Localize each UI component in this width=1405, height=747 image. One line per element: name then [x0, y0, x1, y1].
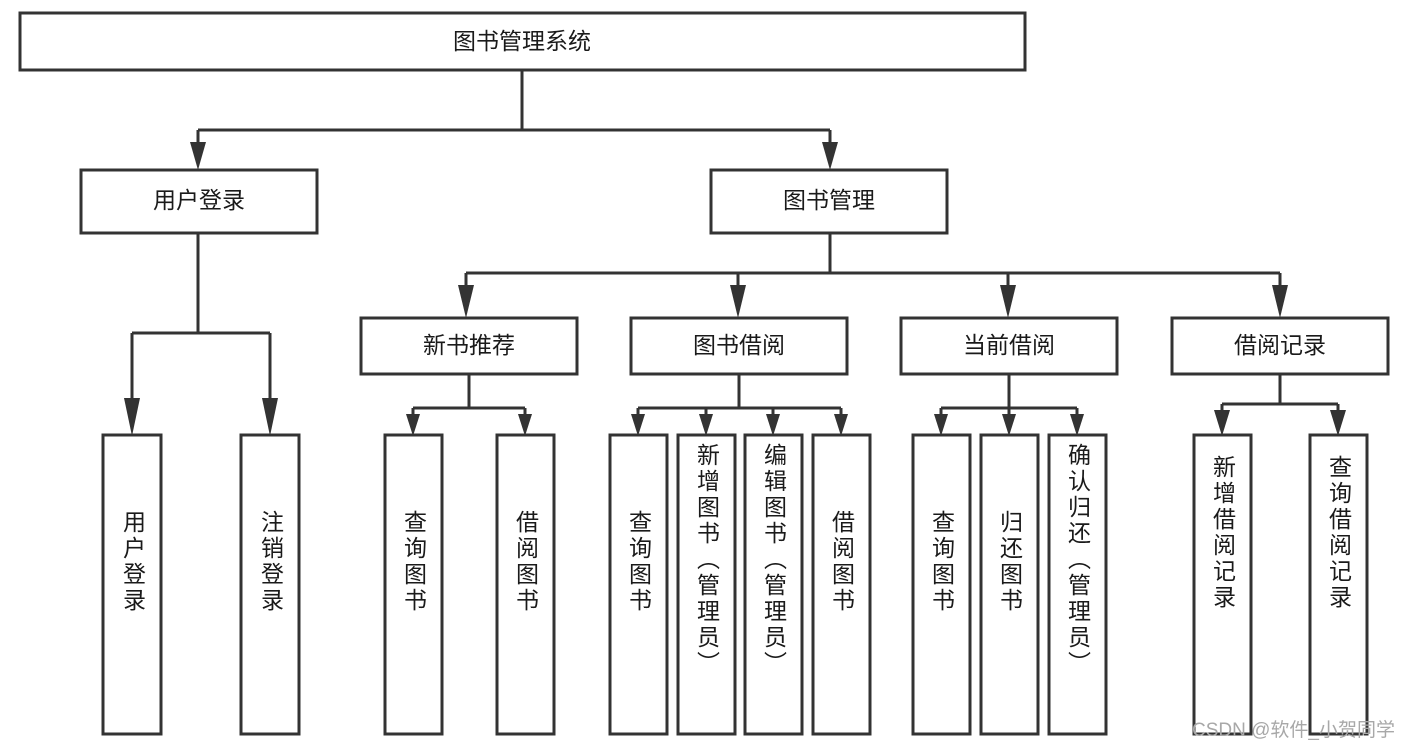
- label-book-borrow: 图书借阅: [693, 332, 785, 358]
- arrowhead-to-leaf-borrow-book-2: [834, 414, 848, 436]
- connector-group-current-borrow: [939, 374, 1079, 419]
- label-leaf-borrow-book-2: 借阅图书: [828, 510, 855, 614]
- connector-group-new-book-recommend: [411, 374, 527, 419]
- label-leaf-add-book: 新增图书（管理员）: [693, 443, 720, 677]
- arrowhead-to-leaf-query-book-2: [631, 414, 645, 436]
- node-box-leaf-query-book-1[interactable]: [383, 433, 444, 736]
- node-box-leaf-borrow-book-2[interactable]: [811, 433, 872, 736]
- arrowhead-to-book-borrow: [730, 285, 746, 318]
- node-box-borrow-record[interactable]: [1170, 316, 1390, 376]
- node-box-leaf-add-record[interactable]: [1192, 433, 1253, 736]
- node-boxes-level1: [18, 11, 1027, 72]
- label-root: 图书管理系统: [453, 28, 591, 54]
- label-book-manage: 图书管理: [783, 187, 875, 213]
- label-user-login: 用户登录: [153, 187, 245, 213]
- label-leaf-confirm-return: 确认归还（管理员）: [1064, 443, 1091, 677]
- node-boxes-leaves: [101, 433, 1369, 736]
- connector-group-borrow-record: [1220, 374, 1340, 419]
- arrowhead-to-leaf-user-login: [124, 398, 140, 436]
- arrowhead-to-leaf-query-record: [1330, 410, 1346, 436]
- label-leaf-user-login: 用户登录: [119, 510, 146, 614]
- node-box-leaf-add-book[interactable]: [676, 433, 737, 736]
- node-box-leaf-borrow-book-1[interactable]: [495, 433, 556, 736]
- arrowhead-to-book-manage: [822, 142, 838, 170]
- node-box-leaf-return-book[interactable]: [979, 433, 1040, 736]
- connector-group-user-login: [130, 233, 272, 404]
- label-leaf-borrow-book-1: 借阅图书: [512, 510, 539, 614]
- node-box-book-manage[interactable]: [709, 168, 949, 235]
- node-box-leaf-query-record[interactable]: [1308, 433, 1369, 736]
- node-box-leaf-query-book-2[interactable]: [608, 433, 669, 736]
- node-box-book-borrow[interactable]: [629, 316, 849, 376]
- arrowhead-to-new-book-recommend: [458, 285, 474, 318]
- label-current-borrow: 当前借阅: [963, 332, 1055, 358]
- arrowhead-to-leaf-confirm-return: [1070, 414, 1084, 436]
- node-box-current-borrow[interactable]: [899, 316, 1119, 376]
- arrowhead-to-leaf-add-record: [1214, 410, 1230, 436]
- label-leaf-query-book-1: 查询图书: [400, 510, 427, 614]
- node-box-root[interactable]: [18, 11, 1027, 72]
- node-boxes-level3: [359, 316, 1390, 376]
- node-box-leaf-query-book-3[interactable]: [911, 433, 972, 736]
- arrowhead-to-borrow-record: [1272, 285, 1288, 318]
- arrowhead-to-leaf-query-book-1: [406, 414, 420, 436]
- node-boxes-level2: [79, 168, 949, 235]
- node-box-leaf-confirm-return[interactable]: [1047, 433, 1108, 736]
- arrowhead-to-leaf-edit-book: [766, 414, 780, 436]
- arrowhead-to-leaf-add-book: [699, 414, 713, 436]
- label-leaf-return-book: 归还图书: [996, 510, 1023, 614]
- connector-group-book-manage: [464, 233, 1282, 291]
- node-box-leaf-user-login[interactable]: [101, 433, 163, 736]
- connector-group-root: [196, 70, 832, 148]
- arrowhead-to-leaf-borrow-book-1: [518, 414, 532, 436]
- node-labels-horizontal: 图书管理系统 用户登录 图书管理 新书推荐 图书借阅 当前借阅 借阅记录: [153, 28, 1326, 358]
- label-leaf-query-record: 查询借阅记录: [1325, 455, 1352, 611]
- label-leaf-query-book-2: 查询图书: [625, 510, 652, 614]
- arrowhead-to-leaf-query-book-3: [934, 414, 948, 436]
- arrowhead-to-leaf-user-logout: [262, 398, 278, 436]
- label-borrow-record: 借阅记录: [1234, 332, 1326, 358]
- arrowhead-to-current-borrow: [1000, 285, 1016, 318]
- label-leaf-query-book-3: 查询图书: [928, 510, 955, 614]
- arrowhead-to-leaf-return-book: [1002, 414, 1016, 436]
- csdn-watermark: CSDN @软件_小贺同学: [1192, 720, 1395, 741]
- connector-group-book-borrow: [636, 374, 843, 419]
- label-leaf-user-logout: 注销登录: [257, 510, 284, 614]
- label-new-book-recommend: 新书推荐: [423, 332, 515, 358]
- label-leaf-add-record: 新增借阅记录: [1209, 455, 1236, 611]
- node-box-new-book-recommend[interactable]: [359, 316, 579, 376]
- node-box-leaf-edit-book[interactable]: [743, 433, 804, 736]
- arrowhead-to-user-login: [190, 142, 206, 170]
- node-box-leaf-user-logout[interactable]: [239, 433, 301, 736]
- arrowhead-group: [124, 142, 1346, 436]
- node-box-user-login[interactable]: [79, 168, 319, 235]
- label-leaf-edit-book: 编辑图书（管理员）: [760, 443, 787, 677]
